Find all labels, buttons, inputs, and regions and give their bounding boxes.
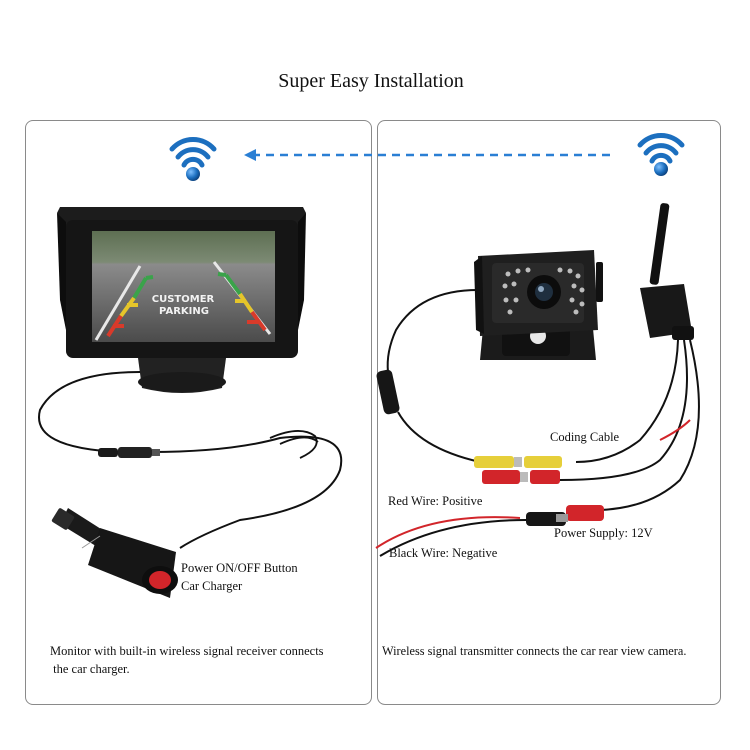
wifi-transmitter-icon [637,133,685,176]
coding-cable-connectors [474,456,562,484]
page-title: Super Easy Installation [278,70,464,92]
label-power-button: Power ON/OFF Button [181,561,298,575]
monitor: CUSTOMER PARKING [57,207,306,393]
rear-camera [474,250,603,360]
power-button-icon [149,571,171,589]
screen-text-parking: PARKING [159,306,209,317]
wireless-transmitter [640,203,694,340]
label-car-charger: Car Charger [181,579,243,593]
monitor-caption-line2: the car charger. [50,662,130,676]
cable-coil [269,430,319,459]
signal-arrow [244,149,610,161]
monitor-cable [38,371,343,549]
transmitter-cables [559,339,700,511]
black-negative-wire [379,519,527,557]
wifi-receiver-icon [169,137,217,181]
power-supply-connector [526,505,604,526]
label-red-wire: Red Wire: Positive [388,494,483,508]
label-power-supply: Power Supply: 12V [554,526,653,540]
screen-text-customer: CUSTOMER [152,294,215,305]
car-charger [51,508,178,598]
label-coding-cable: Coding Cable [550,430,620,444]
monitor-caption: Monitor with built-in wireless signal re… [50,642,368,678]
monitor-screen [92,231,275,342]
camera-cable [386,289,481,463]
monitor-caption-line1: Monitor with built-in wireless signal re… [50,644,324,658]
camera-caption: Wireless signal transmitter connects the… [382,644,687,658]
camera-cable-connector [376,369,400,415]
red-positive-wire [375,419,691,549]
label-black-wire: Black Wire: Negative [389,546,498,560]
inline-connector [98,447,160,458]
